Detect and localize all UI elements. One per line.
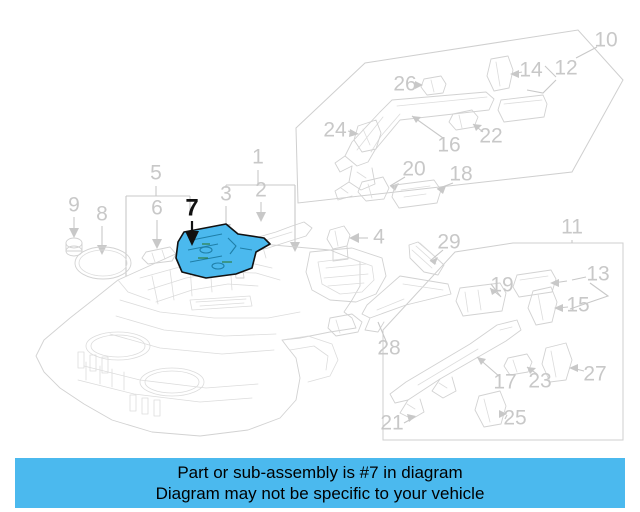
callout-label-28: 28	[377, 337, 400, 360]
callout-label-18: 18	[449, 163, 472, 186]
cluster-lower-right	[361, 240, 624, 441]
callout-label-27: 27	[583, 363, 606, 386]
callout-label-26: 26	[393, 73, 416, 96]
callout-label-2: 2	[255, 179, 267, 202]
highlighted-part-7	[175, 221, 271, 279]
callout-label-3: 3	[220, 183, 232, 206]
callout-label-23: 23	[528, 370, 551, 393]
callout-label-10: 10	[594, 29, 617, 52]
small-left-parts	[65, 237, 132, 280]
callout-label-13: 13	[586, 263, 609, 286]
part-6-clip	[141, 246, 177, 265]
callout-label-29: 29	[437, 231, 460, 254]
callout-label-12: 12	[554, 57, 577, 80]
diagram-disclaimer-banner: Part or sub-assembly is #7 in diagram Di…	[15, 458, 625, 508]
callout-label-16: 16	[437, 134, 460, 157]
callout-label-24: 24	[323, 119, 347, 142]
callout-label-15: 15	[566, 294, 589, 317]
callout-label-8: 8	[96, 203, 108, 226]
disclaimer-line-2: Diagram may not be specific to your vehi…	[155, 484, 485, 503]
callout-label-20: 20	[402, 158, 425, 181]
callout-label-6: 6	[151, 197, 163, 220]
callout-label-19: 19	[490, 274, 513, 297]
callout-label-17: 17	[493, 371, 516, 394]
callout-label-1: 1	[252, 146, 264, 169]
rear-floor-pan	[35, 243, 387, 437]
callout-label-25: 25	[503, 407, 526, 430]
callout-label-4: 4	[373, 226, 385, 249]
callout-labels: 1 2 3 4 5 6 7 8 9 10 11 12 13 14 15 16 1…	[68, 29, 618, 435]
callout-label-11: 11	[561, 216, 583, 239]
callout-label-5: 5	[150, 162, 162, 185]
disclaimer-line-1: Part or sub-assembly is #7 in diagram	[177, 462, 463, 482]
part-4-bracket	[326, 225, 351, 262]
callout-label-7: 7	[185, 194, 198, 221]
cluster-upper-right	[295, 29, 624, 209]
callout-label-14: 14	[519, 59, 543, 82]
callout-label-22: 22	[479, 125, 502, 148]
callout-label-21: 21	[380, 412, 403, 435]
callout-label-9: 9	[68, 194, 80, 217]
